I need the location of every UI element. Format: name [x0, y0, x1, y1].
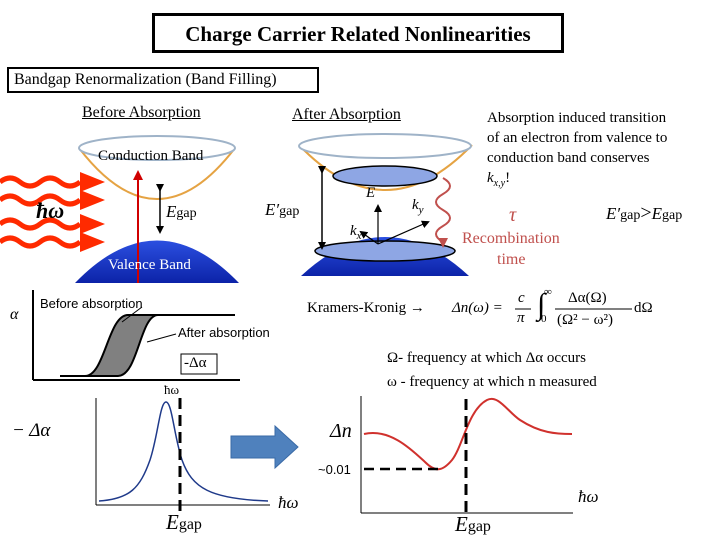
kk-c: c	[518, 290, 525, 306]
recombination-wave	[435, 177, 451, 248]
tau-label: τ	[509, 204, 517, 226]
slide-title: Charge Carrier Related Nonlinearities	[152, 13, 564, 53]
after-kx-label: kx	[350, 223, 362, 243]
egap-comparison: E′gap>Egap	[606, 202, 683, 224]
omega-definition: ω - frequency at which n measured	[387, 374, 597, 390]
conduction-band-label: Conduction Band	[98, 148, 204, 164]
explanation-line3: conduction band conserves	[487, 150, 650, 166]
omega-capital-definition: Ω- frequency at which Δα occurs	[387, 350, 586, 366]
photon-arrowheads	[80, 172, 105, 252]
lower-right-hw-label: ħω	[578, 487, 599, 506]
after-egap-label: E′gap	[265, 200, 300, 219]
kk-lower-limit: 0	[541, 313, 547, 325]
after-kx-axis	[359, 230, 379, 245]
after-valence-band	[301, 237, 469, 276]
kk-upper-limit: ∞	[544, 286, 552, 298]
kk-dOmega: dΩ	[634, 300, 653, 316]
section-heading: Bandgap Renormalization (Band Filling)	[7, 67, 319, 93]
explanation-text: Absorption induced transition of an elec…	[487, 108, 667, 194]
alpha-axis-label: α	[10, 306, 19, 323]
transform-arrow	[230, 424, 299, 470]
neg-delta-alpha-axis-label: − Δα	[12, 420, 51, 441]
lower-right-plot	[360, 396, 573, 514]
explanation-line2: of an electron from valence to	[487, 130, 668, 146]
delta-n-axis-label: Δn	[330, 420, 352, 442]
after-absorption-curve-label: After absorption	[178, 325, 270, 340]
index-change-curve	[363, 397, 573, 471]
after-absorption-heading: After Absorption	[292, 106, 401, 123]
before-absorption-heading: Before Absorption	[82, 104, 201, 121]
before-absorption-curve-label: Before absorption	[40, 296, 143, 311]
kk-numerator: Δα(Ω)	[568, 290, 607, 306]
before-conduction-band	[78, 135, 236, 200]
photon-waves	[0, 175, 82, 249]
after-conduction-band	[298, 133, 473, 191]
delta-n-value-label: ~0.01	[318, 462, 351, 477]
photon-energy-label: ħω	[36, 198, 65, 223]
absorption-change-curve	[98, 401, 269, 502]
lower-right-egap-label: Egap	[455, 512, 491, 536]
delta-alpha-label: -Δα	[184, 355, 207, 371]
after-ky-label: ky	[412, 197, 424, 217]
lower-left-egap-label: Egap	[166, 510, 202, 534]
valence-band-label: Valence Band	[108, 257, 191, 273]
after-absorption-curve	[60, 314, 235, 377]
lower-left-plot	[95, 398, 270, 512]
absorption-plot	[32, 290, 240, 381]
kramers-kronig-label: Kramers-Kronig →	[307, 300, 425, 316]
kk-pi: π	[517, 310, 525, 326]
before-valence-band	[75, 240, 239, 283]
explanation-line4: kx,y!	[487, 170, 511, 189]
delta-alpha-fill	[60, 315, 160, 376]
before-egap-label: Egap	[166, 202, 197, 221]
kk-denominator: (Ω² − ω²)	[557, 312, 613, 328]
lower-left-hw-label: ħω	[278, 493, 299, 512]
after-filled-ellipse-top	[332, 165, 438, 187]
after-E-axis-label: E	[366, 185, 376, 201]
explanation-line1: Absorption induced transition	[487, 110, 667, 126]
hw-peak-label: ħω	[164, 382, 180, 397]
recombination-label-line1: Recombination	[462, 230, 560, 247]
kk-integral-sign: ∫	[537, 288, 546, 321]
after-emptied-ellipse-bottom	[314, 240, 456, 262]
recombination-label-line2: time	[497, 251, 526, 268]
after-ky-axis	[377, 220, 430, 245]
kk-lhs: Δn(ω) =	[452, 300, 503, 316]
